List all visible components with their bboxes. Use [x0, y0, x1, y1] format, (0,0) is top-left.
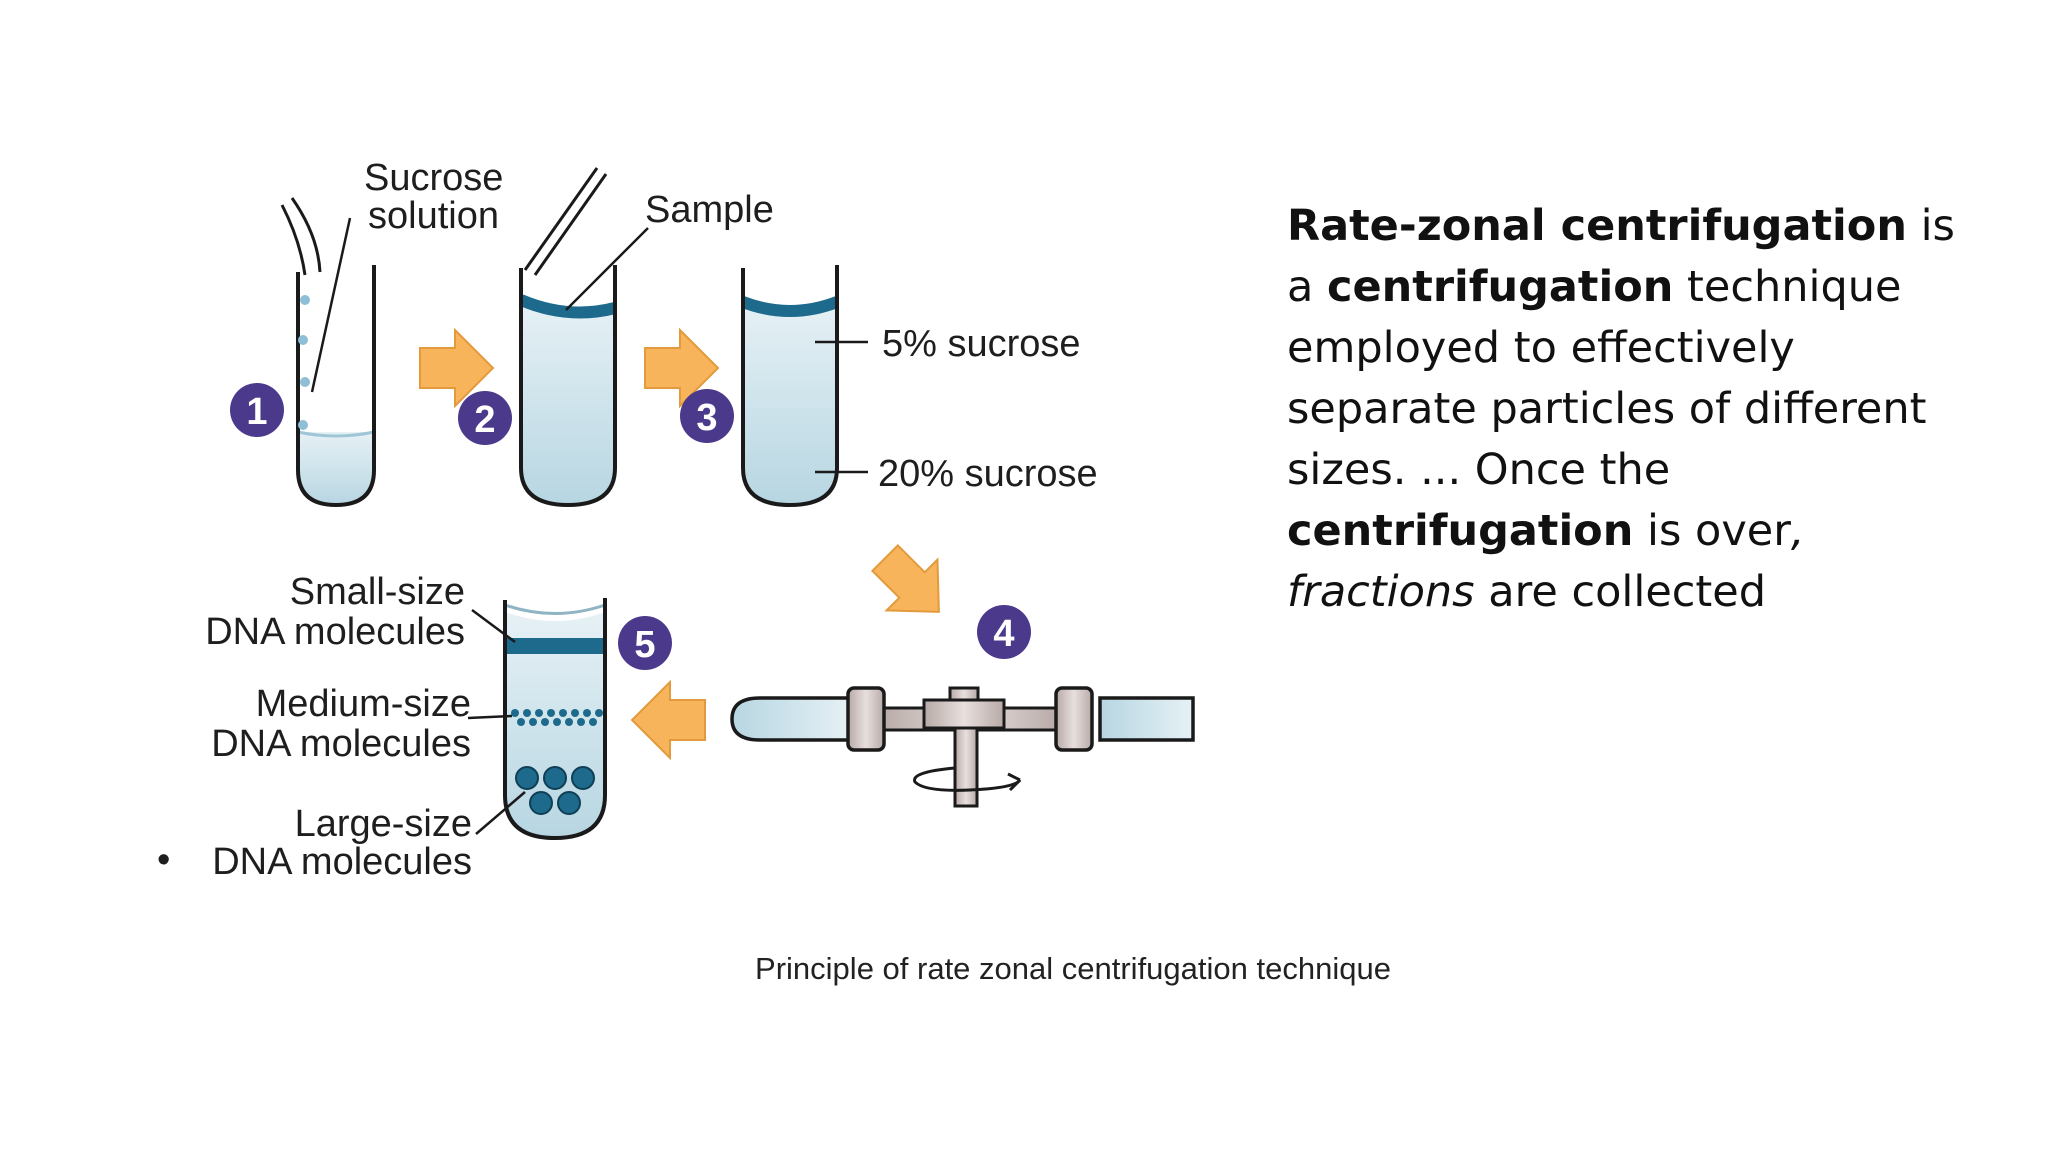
arrow-1-to-2 — [419, 327, 495, 409]
small-size-band — [507, 638, 603, 654]
tube-5 — [467, 598, 607, 841]
stray-bullet: • — [157, 839, 170, 881]
tube-1-outline — [296, 265, 376, 508]
tube-3 — [740, 265, 868, 508]
step-3-number: 3 — [696, 397, 717, 439]
label-medium-size-line2: DNA molecules — [211, 723, 471, 765]
step-5-badge: 5 — [618, 616, 672, 670]
text-segment-1: is a — [1287, 201, 1955, 312]
tube-2-sample-layer — [518, 294, 617, 319]
label-5-percent-sucrose: 5% sucrose — [882, 323, 1081, 365]
text-segment-4: are collected — [1474, 567, 1767, 617]
label-sucrose-line2: solution — [368, 195, 499, 237]
step-5-number: 5 — [634, 624, 655, 666]
label-sample: Sample — [645, 189, 774, 231]
medium-size-band — [511, 709, 603, 726]
step-4-number: 4 — [993, 613, 1014, 655]
step-1-badge: 1 — [230, 383, 284, 437]
label-large-size-line2: DNA molecules — [212, 841, 472, 883]
description-text: Rate-zonal centrifugation is a centrifug… — [1287, 196, 1987, 623]
tube-1 — [280, 197, 376, 508]
tube-1-liquid — [298, 432, 374, 505]
label-small-size-line2: DNA molecules — [205, 611, 465, 653]
text-segment-2: technique employed to effectively separa… — [1287, 262, 1927, 495]
tube-3-sample-layer — [740, 296, 840, 317]
term-centrifugation-2: centrifugation — [1287, 506, 1634, 556]
term-fractions: , fractions — [1287, 506, 1805, 617]
label-sucrose-line1: Sucrose — [364, 157, 503, 199]
arrow-4-to-5 — [630, 679, 706, 761]
step-1-number: 1 — [246, 391, 267, 433]
label-small-size-line1: Small-size — [290, 571, 465, 613]
large-size-band — [515, 766, 595, 815]
label-medium-size-line1: Medium-size — [256, 683, 471, 725]
label-20-percent-sucrose: 20% sucrose — [878, 453, 1098, 495]
text-segment-3: is over — [1633, 506, 1791, 556]
diagram-caption: Principle of rate zonal centrifugation t… — [755, 951, 1391, 986]
step-2-badge: 2 — [458, 391, 512, 445]
arrow-2-to-3 — [644, 327, 720, 409]
term-centrifugation-1: centrifugation — [1327, 262, 1674, 312]
centrifuge-rotor — [730, 686, 1195, 808]
step-2-number: 2 — [474, 399, 495, 441]
step-3-badge: 3 — [680, 389, 734, 443]
step-4-badge: 4 — [977, 605, 1031, 659]
arrow-3-to-4 — [870, 543, 940, 613]
tube-2 — [518, 167, 649, 508]
label-large-size-line1: Large-size — [295, 803, 472, 845]
term-rate-zonal-centrifugation: Rate-zonal centrifugation — [1287, 201, 1907, 251]
